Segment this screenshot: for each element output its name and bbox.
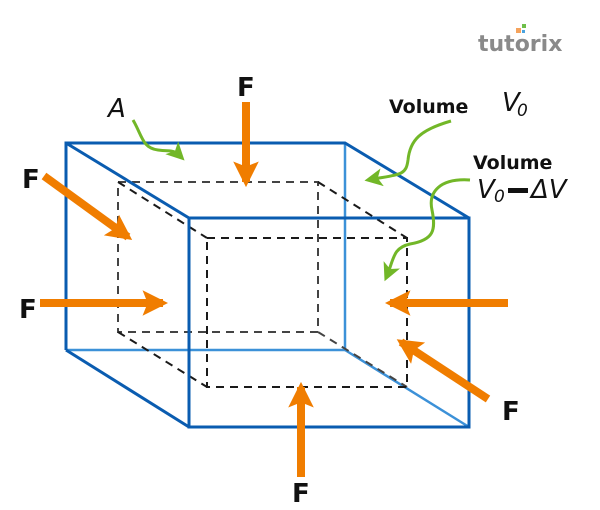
inner-cube-back-face — [117, 181, 319, 333]
force-label-top: F — [237, 73, 255, 103]
outer-cube-front-edges — [64, 141, 471, 429]
final-volume-delta: ΔV — [529, 175, 569, 205]
force-arrow-upper-left — [41, 172, 133, 241]
initial-volume-pointer-arrow — [364, 119, 452, 187]
tutorix-logo: tutorix — [478, 24, 562, 57]
cube-top-outline — [64, 141, 470, 350]
force-label-left: F — [19, 295, 37, 325]
force-arrow-lower-right — [396, 338, 491, 403]
force-arrows — [40, 102, 508, 477]
cube-front-face — [187, 216, 471, 429]
pointer-arrows — [131, 119, 471, 282]
logo-dot-blue — [522, 30, 525, 33]
area-label: A — [106, 94, 126, 124]
inner-cube-edge — [317, 331, 408, 388]
final-volume-symbol: V — [477, 175, 497, 205]
inner-cube-edge — [117, 181, 208, 239]
outer-cube-back-edges — [66, 143, 470, 429]
initial-volume-subscript: 0 — [517, 101, 528, 121]
area-pointer-arrow — [131, 119, 185, 161]
logo-dot-orange — [516, 28, 521, 33]
initial-volume-word: Volume — [389, 96, 468, 118]
final-volume-subscript: 0 — [494, 187, 505, 207]
inner-cube-edge — [117, 331, 208, 388]
cube-edge-bottom-left — [65, 348, 190, 429]
logo-text: tutorix — [478, 32, 562, 57]
final-volume-word: Volume — [473, 152, 552, 174]
minus-sign — [508, 188, 528, 193]
force-label-lower-right: F — [502, 397, 520, 427]
force-label-bottom: F — [292, 479, 310, 509]
inner-cube-edge — [317, 181, 408, 239]
inner-compressed-cube — [117, 181, 408, 388]
cube-edge-top-left — [65, 141, 190, 220]
cube-back-edge-diagonal — [344, 348, 470, 429]
logo-dot-green — [522, 24, 526, 28]
initial-volume-symbol: V — [502, 88, 522, 118]
force-label-upper-left: F — [22, 165, 40, 195]
inner-cube-front-face — [206, 237, 408, 388]
final-volume-pointer-arrow — [383, 178, 471, 282]
